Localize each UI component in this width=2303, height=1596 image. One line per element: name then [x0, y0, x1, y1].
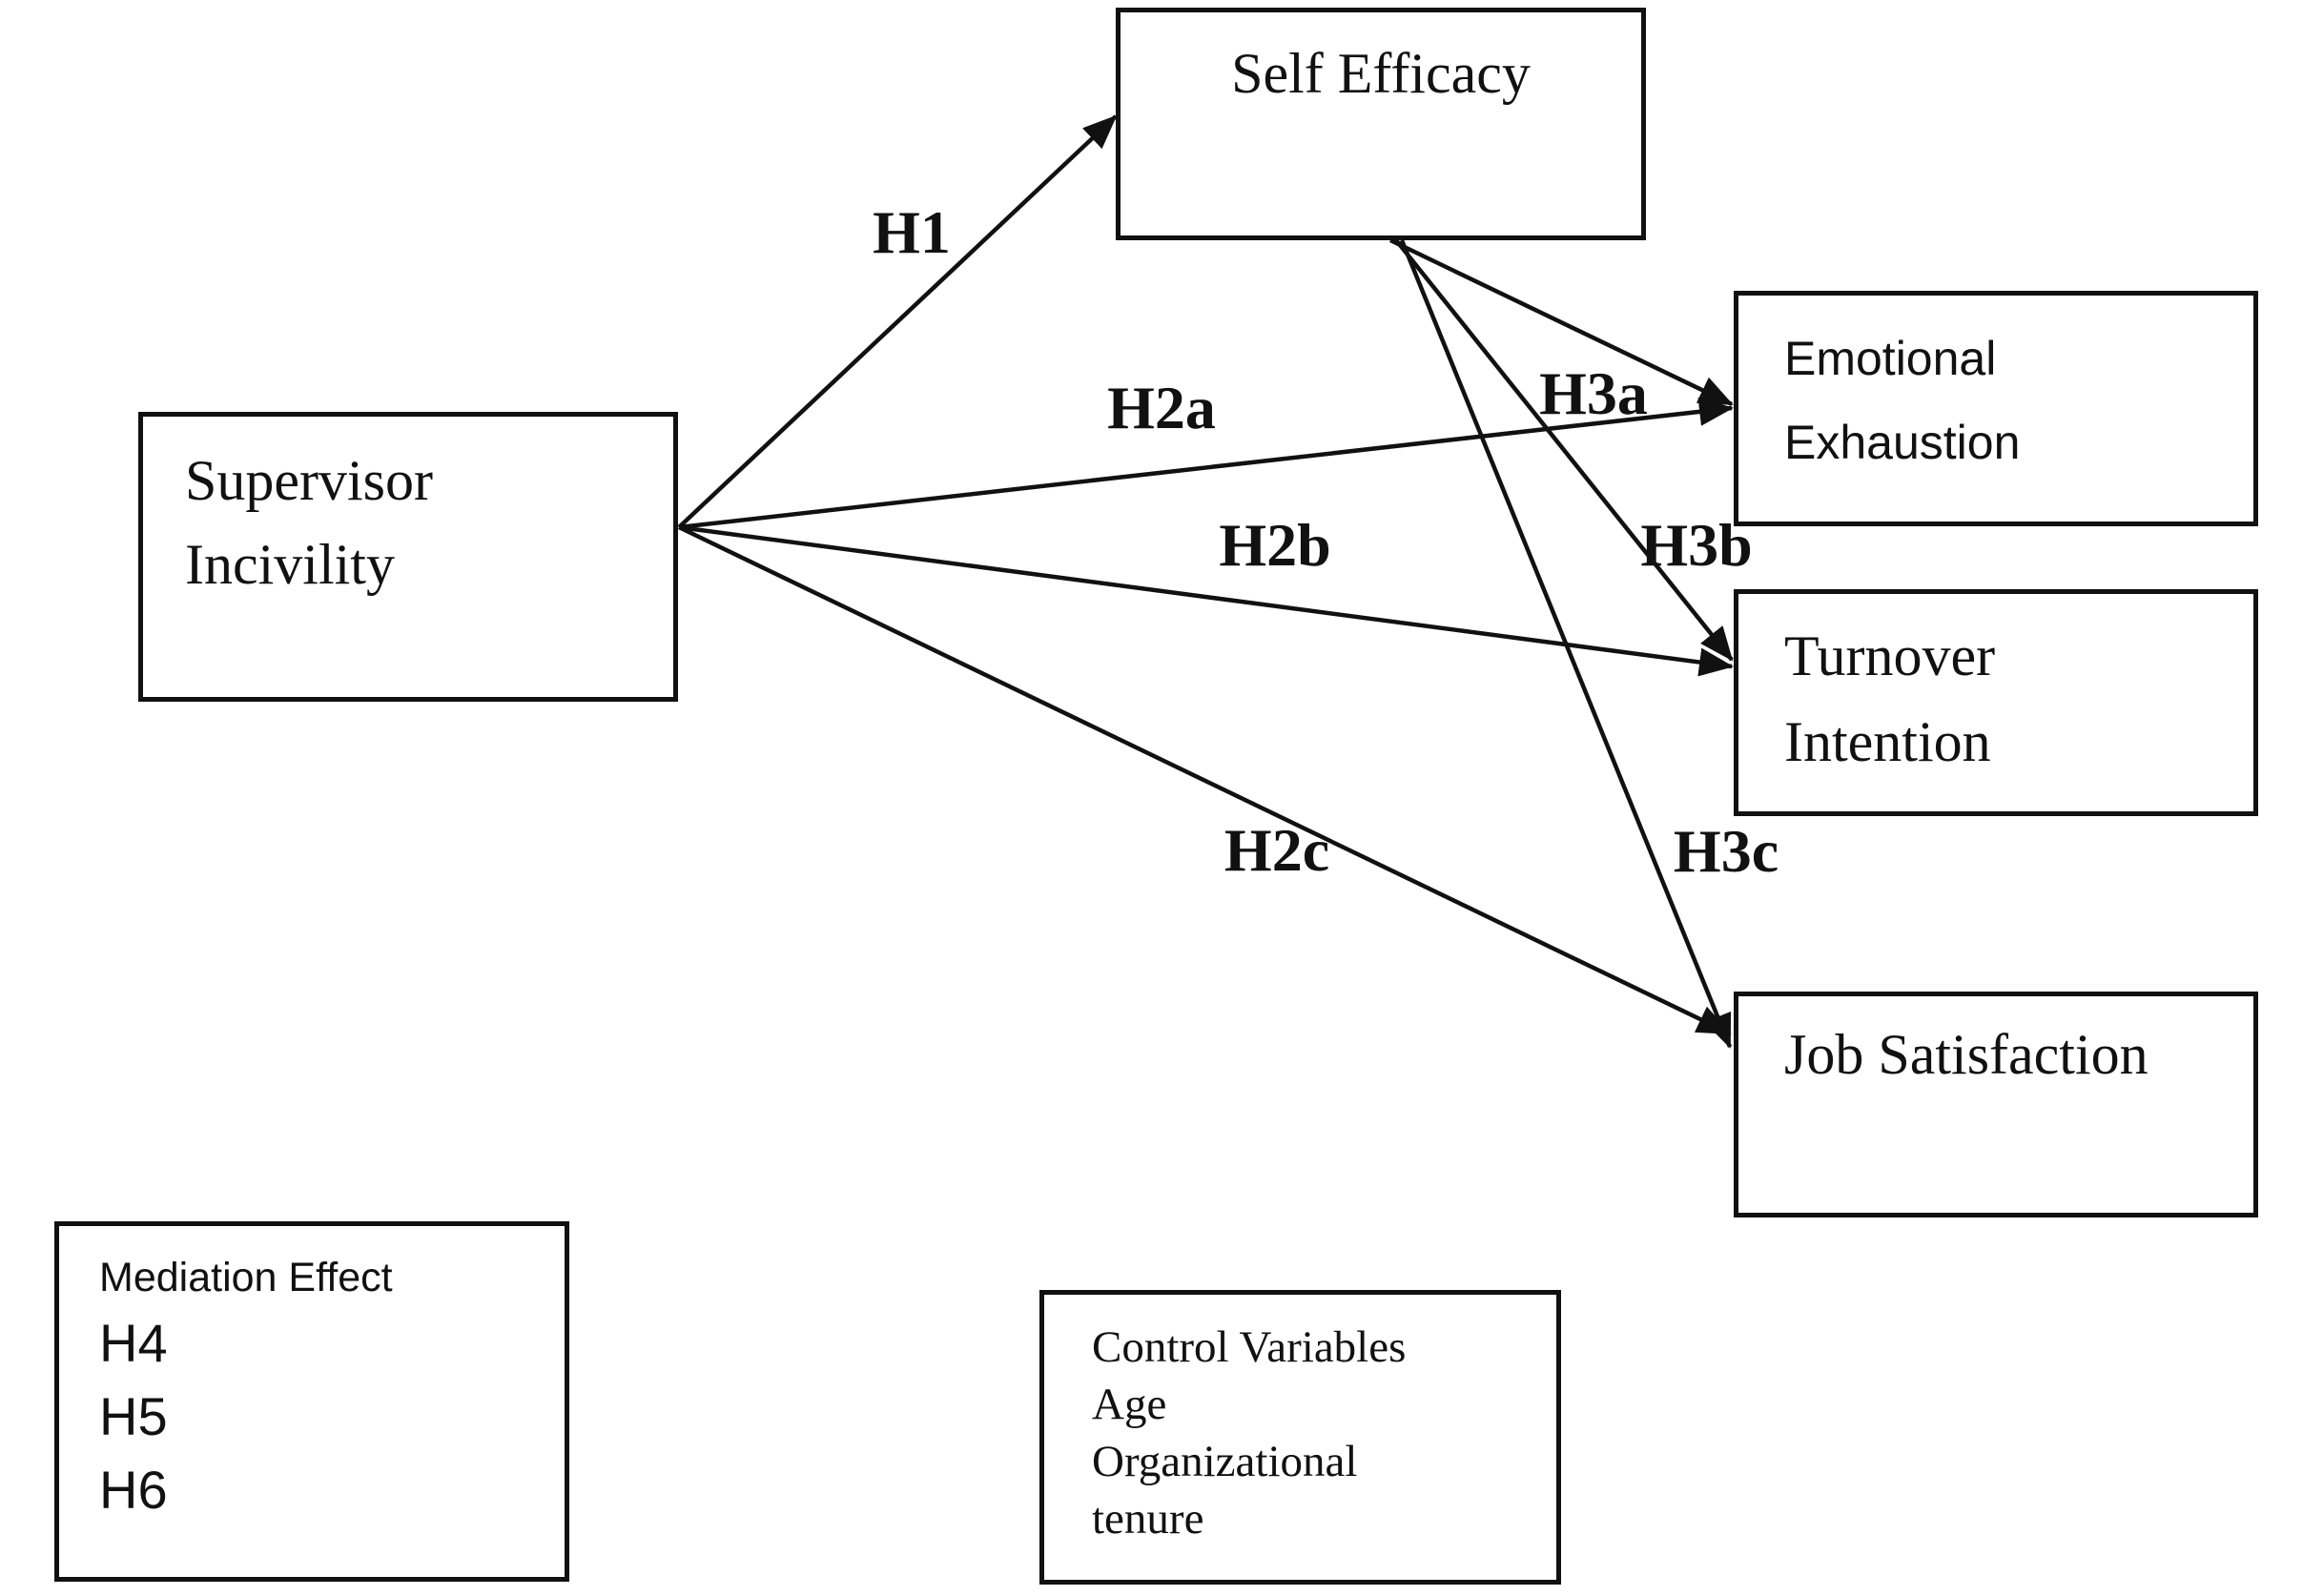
node-label-line: Job Satisfaction	[1784, 1023, 2149, 1086]
node-label-line: Turnover	[1784, 624, 1996, 687]
arrow-h1	[677, 114, 1118, 529]
node-label-line: Supervisor	[185, 449, 433, 512]
node-supervisor-incivility: Supervisor Incivility	[138, 412, 678, 702]
node-label-line: Mediation Effect	[99, 1255, 393, 1300]
node-turnover-intention: Turnover Intention	[1734, 589, 2258, 816]
node-label-line: H5	[99, 1386, 168, 1446]
node-emotional-exhaustion: Emotional Exhaustion	[1734, 291, 2258, 526]
edge-label-h2a: H2a	[1107, 374, 1216, 441]
node-label-line: Self Efficacy	[1231, 42, 1531, 105]
edge-label-h1: H1	[873, 198, 951, 266]
edge-label-h3c: H3c	[1673, 817, 1779, 885]
node-self-efficacy: Self Efficacy	[1116, 8, 1646, 240]
node-label-line: Organizational	[1092, 1437, 1358, 1486]
arrow-h2b	[678, 524, 1734, 677]
node-control-variables: Control Variables Age Organizational ten…	[1039, 1290, 1561, 1585]
arrow-h2c	[678, 524, 1732, 1036]
node-label-line: H6	[99, 1460, 168, 1520]
arrow-h2a	[678, 397, 1734, 530]
arrow-h3a	[1389, 237, 1734, 407]
node-label-line: Control Variables	[1092, 1322, 1407, 1372]
node-label-line: Exhaustion	[1784, 416, 2021, 469]
edge-label-h2c: H2c	[1223, 816, 1330, 884]
node-label-line: Emotional	[1784, 332, 1997, 385]
node-job-satisfaction: Job Satisfaction	[1734, 992, 2258, 1217]
node-label-line: Age	[1092, 1380, 1167, 1429]
edge-label-h3a: H3a	[1539, 359, 1648, 427]
node-label-line: Intention	[1784, 710, 1991, 773]
node-label-line: H4	[99, 1313, 168, 1373]
node-label-line: Incivility	[185, 533, 395, 596]
edge-label-h3b: H3b	[1640, 511, 1753, 579]
arrow-h3b	[1394, 238, 1734, 662]
node-mediation-effect: Mediation Effect H4 H5 H6	[54, 1221, 569, 1582]
arrow-h3c	[1399, 239, 1733, 1049]
node-label-line: tenure	[1092, 1494, 1204, 1544]
edge-label-h2b: H2b	[1219, 511, 1331, 579]
